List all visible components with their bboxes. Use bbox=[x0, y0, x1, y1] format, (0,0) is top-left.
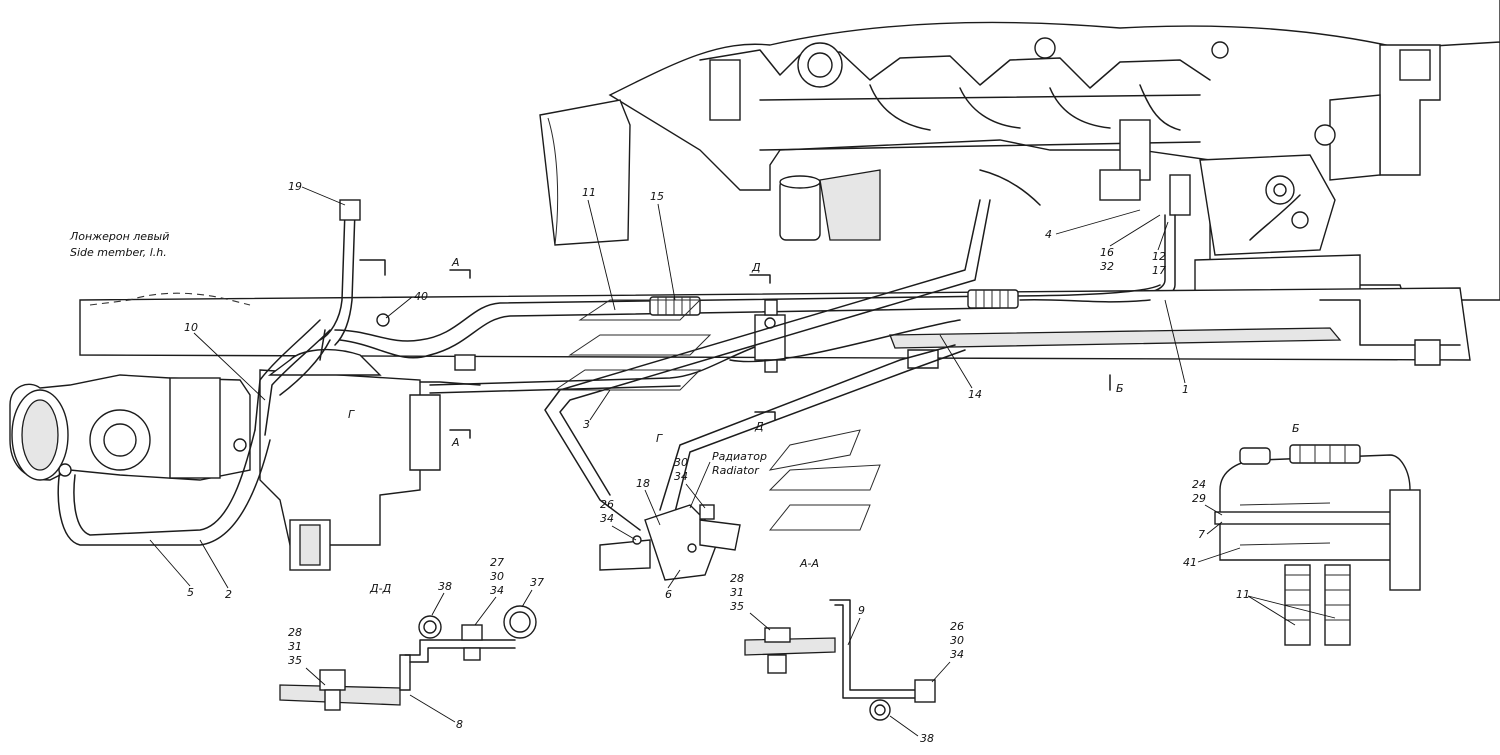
marker-d-bottom: Д bbox=[754, 420, 764, 433]
callout-30-aa: 30 bbox=[950, 634, 964, 647]
callout-38-aa: 38 bbox=[920, 732, 934, 745]
callout-18: 18 bbox=[636, 477, 650, 490]
section-aa-bracket bbox=[744, 599, 936, 721]
marker-d-top: Д bbox=[751, 261, 761, 274]
radiator-label-ru: Радиатор bbox=[712, 450, 767, 463]
callout-7: 7 bbox=[1198, 528, 1205, 541]
marker-g-gear: Г bbox=[348, 408, 355, 421]
callout-2: 2 bbox=[225, 588, 232, 601]
callouts: 19 11 15 40 10 3 5 2 4 16 32 12 17 14 1 … bbox=[149, 180, 1336, 745]
callout-35-dd: 35 bbox=[288, 654, 302, 667]
callout-6: 6 bbox=[665, 588, 672, 601]
section-markers: А А Д Д Б Г Г bbox=[348, 256, 1124, 449]
callout-24: 24 bbox=[1192, 478, 1206, 491]
section-dd-title: Д-Д bbox=[369, 582, 392, 595]
section-dd-bracket bbox=[279, 605, 537, 711]
steering-gear-assembly bbox=[9, 199, 481, 571]
callout-26-aa: 26 bbox=[950, 620, 964, 633]
marker-g-lower: Г bbox=[656, 432, 663, 445]
callout-40: 40 bbox=[414, 290, 428, 303]
pump-valve-unit bbox=[599, 504, 741, 581]
callout-17: 17 bbox=[1152, 264, 1166, 277]
callout-11-top: 11 bbox=[582, 186, 596, 199]
callout-4: 4 bbox=[1045, 228, 1052, 241]
callout-14: 14 bbox=[968, 388, 982, 401]
callout-1: 1 bbox=[1182, 383, 1189, 396]
callout-30-radiator: 30 bbox=[674, 456, 688, 469]
radiator-label-en: Radiator bbox=[712, 464, 760, 477]
callout-37: 37 bbox=[530, 576, 544, 589]
callout-29: 29 bbox=[1192, 492, 1206, 505]
callout-5: 5 bbox=[187, 586, 194, 599]
callout-34-radiator: 34 bbox=[674, 470, 688, 483]
view-b-title: Б bbox=[1292, 422, 1300, 435]
section-aa-title: А-А bbox=[799, 557, 819, 570]
callout-11-view-b: 11 bbox=[1236, 588, 1250, 601]
callout-41: 41 bbox=[1183, 556, 1197, 569]
callout-15: 15 bbox=[650, 190, 664, 203]
callout-8: 8 bbox=[456, 718, 463, 731]
view-b-reservoir bbox=[1214, 444, 1421, 646]
callout-28-aa: 28 bbox=[730, 572, 744, 585]
hydraulic-lines bbox=[334, 199, 1161, 531]
callout-31-dd: 31 bbox=[288, 640, 302, 653]
callout-19: 19 bbox=[288, 180, 302, 193]
callout-16: 16 bbox=[1100, 246, 1114, 259]
callout-3: 3 bbox=[583, 418, 590, 431]
callout-30-dd: 30 bbox=[490, 570, 504, 583]
marker-b: Б bbox=[1116, 382, 1124, 395]
callout-28-dd: 28 bbox=[288, 626, 302, 639]
callout-10: 10 bbox=[184, 321, 198, 334]
callout-26-pump: 26 bbox=[600, 498, 614, 511]
callout-35-aa: 35 bbox=[730, 600, 744, 613]
marker-a-top: А bbox=[451, 256, 460, 269]
callout-34-aa: 34 bbox=[950, 648, 964, 661]
callout-12: 12 bbox=[1152, 250, 1166, 263]
marker-a-bottom: А bbox=[451, 436, 460, 449]
side-member-label-ru: Лонжерон левый bbox=[69, 230, 169, 243]
callout-9: 9 bbox=[858, 604, 865, 617]
callout-34-dd: 34 bbox=[490, 584, 504, 597]
side-member-label-en: Side member, l.h. bbox=[70, 246, 167, 259]
callout-38-dd: 38 bbox=[438, 580, 452, 593]
callout-34-pump: 34 bbox=[600, 512, 614, 525]
callout-31-aa: 31 bbox=[730, 586, 744, 599]
callout-27: 27 bbox=[490, 556, 504, 569]
engine-assembly bbox=[539, 0, 1500, 301]
callout-32: 32 bbox=[1100, 260, 1114, 273]
